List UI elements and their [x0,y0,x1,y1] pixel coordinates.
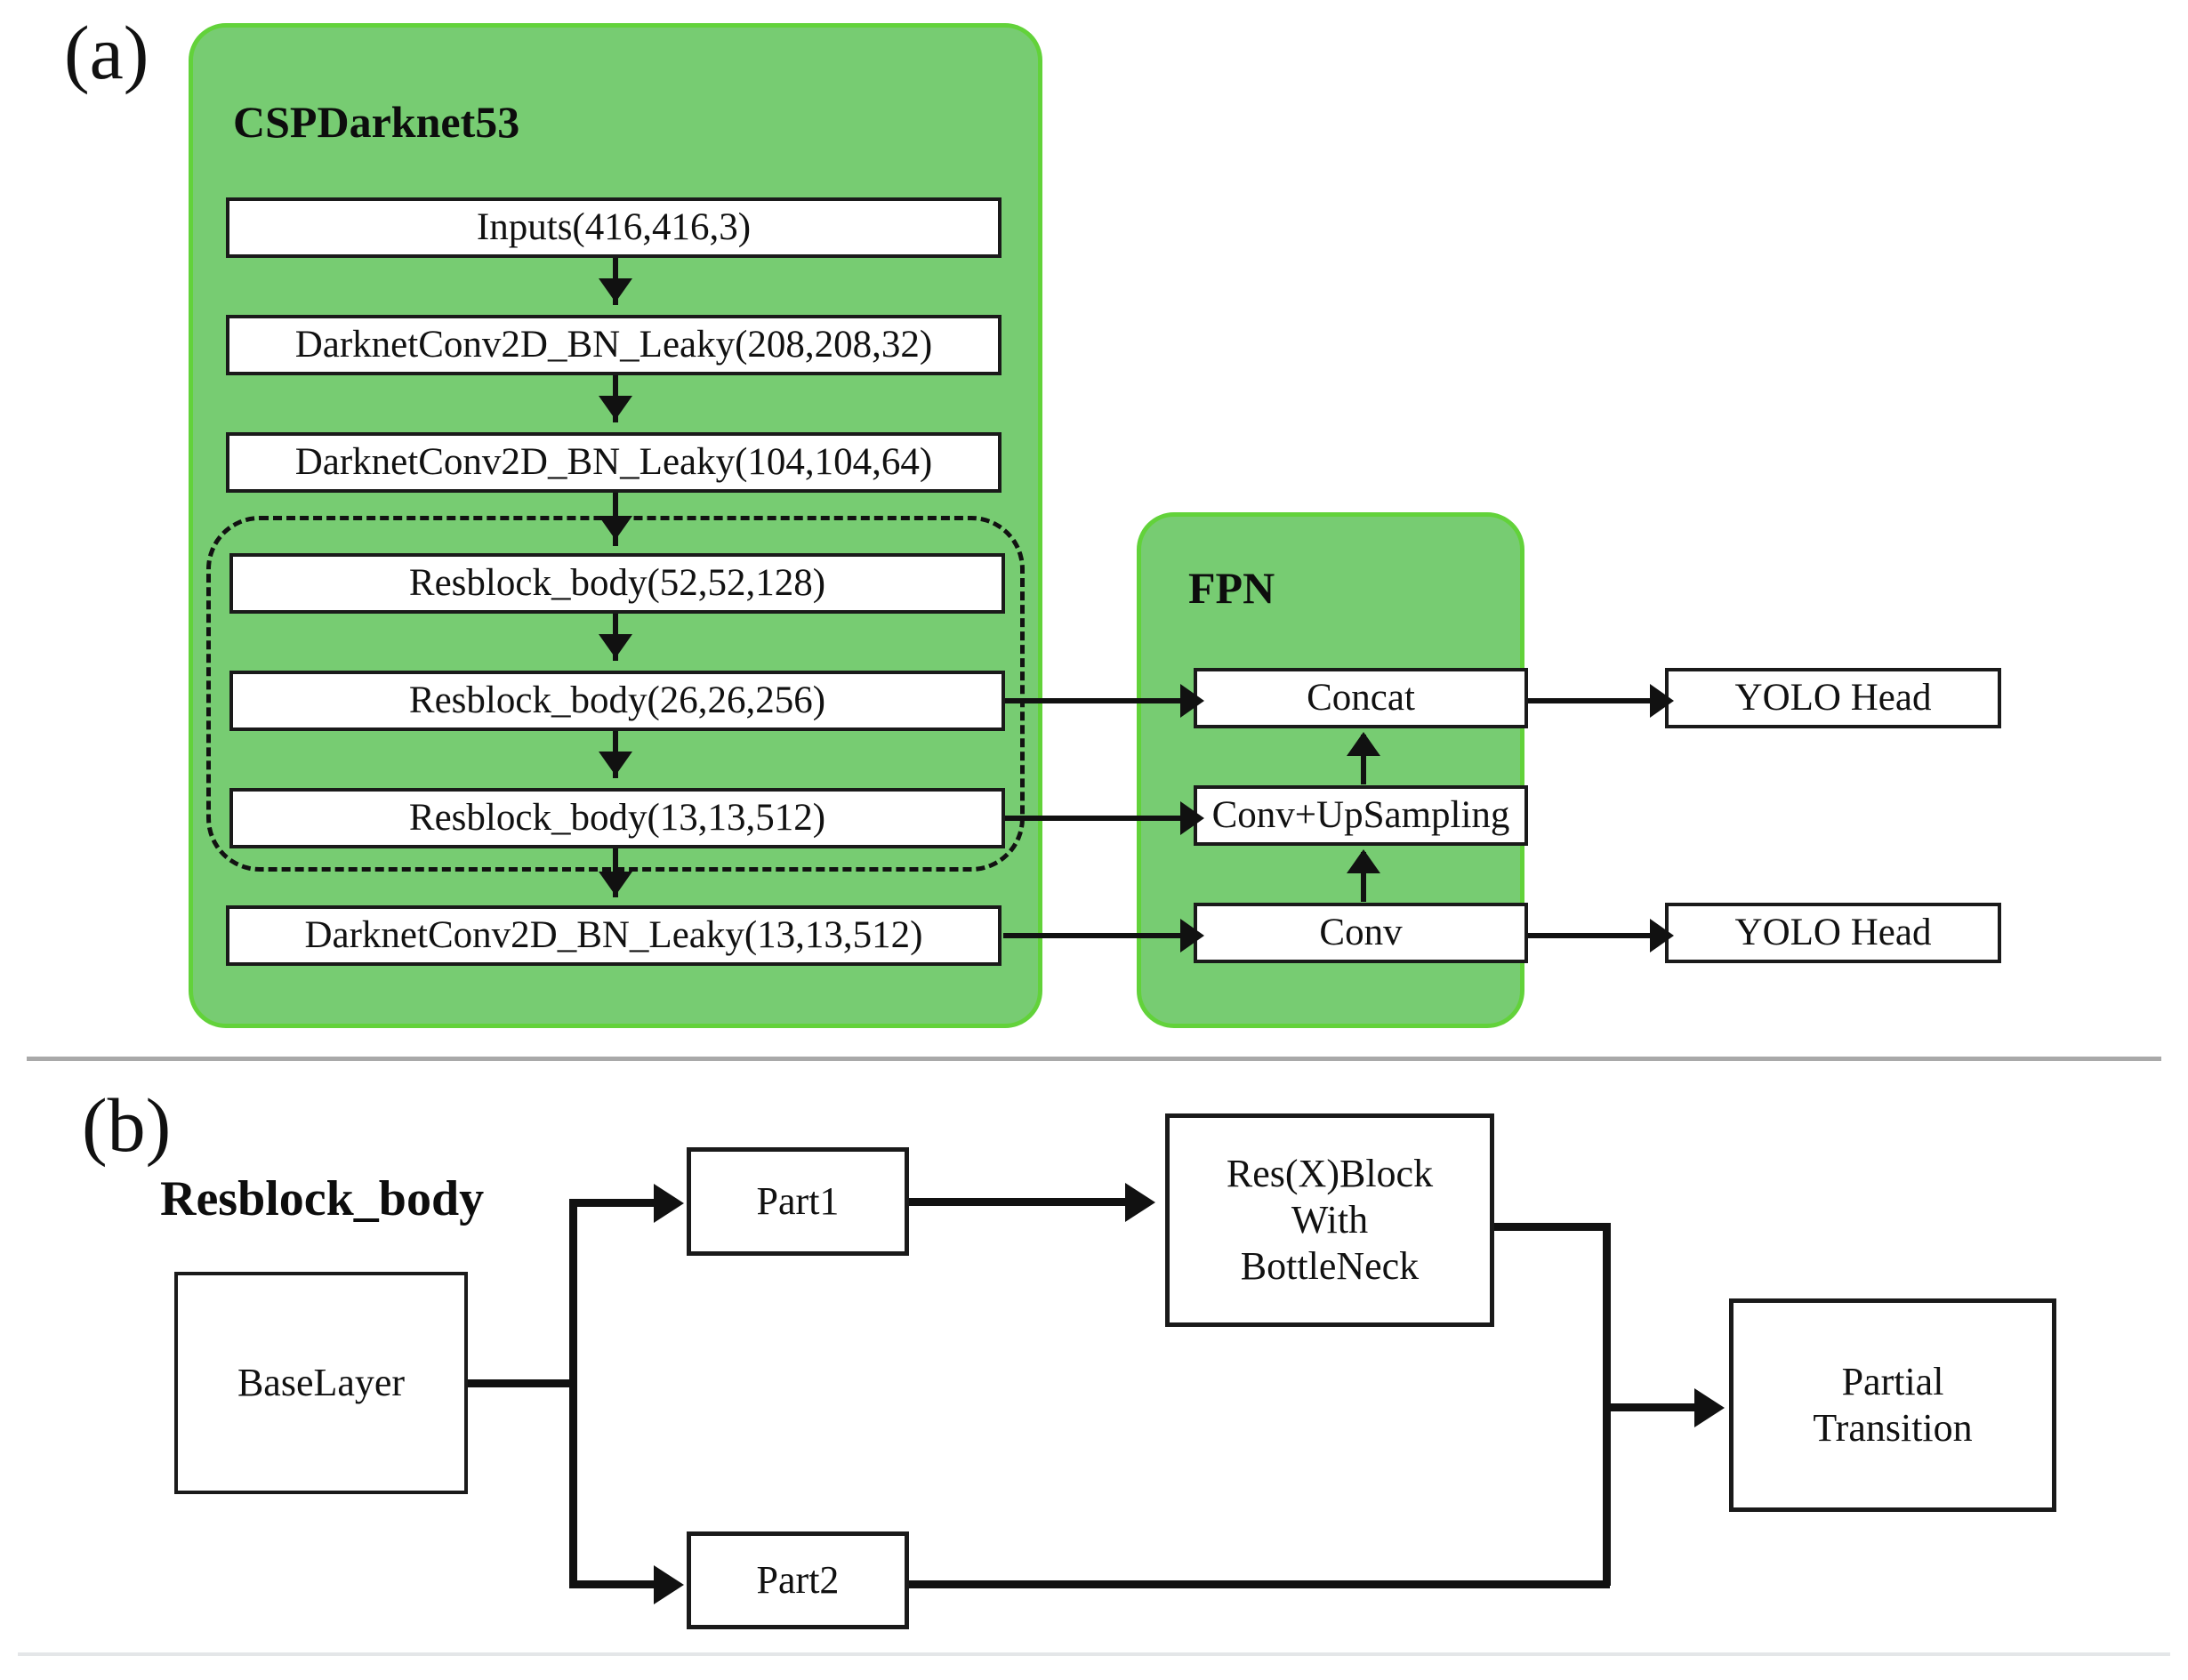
node-resxblock-bottleneck[interactable]: Res(X)Block With BottleNeck [1165,1113,1494,1327]
node-resblock-body-26[interactable]: Resblock_body(26,26,256) [229,671,1005,731]
arrow-down-icon [599,396,632,420]
arrow-down-icon [599,872,632,896]
node-resblock-body-52[interactable]: Resblock_body(52,52,128) [229,553,1005,614]
node-resblock-body-13[interactable]: Resblock_body(13,13,512) [229,788,1005,848]
connector-concat-head [1528,698,1660,703]
arrow-up-icon [1347,732,1380,756]
node-yolo-head-top[interactable]: YOLO Head [1665,668,2001,728]
connector-resxblock-merge [1492,1223,1610,1231]
connector-baselayer-split [466,1379,575,1387]
bottom-separator [18,1652,2170,1656]
node-darknetconv2d-13[interactable]: DarknetConv2D_BN_Leaky(13,13,512) [226,905,1001,966]
arrow-right-icon [1180,919,1204,953]
panel-b-letter: (b) [82,1082,172,1168]
node-yolo-head-bottom[interactable]: YOLO Head [1665,903,2001,963]
node-conv[interactable]: Conv [1194,903,1528,963]
partial-transition-line-1: Partial [1841,1360,1944,1404]
connector-part2-merge [907,1580,1610,1588]
fpn-title: FPN [1188,563,1275,613]
node-part1[interactable]: Part1 [687,1147,909,1256]
arrow-down-icon [599,634,632,658]
connector-part1-resxblock [907,1198,1130,1206]
connector-resblock2-concat [1003,698,1190,703]
resblock-body-title: Resblock_body [160,1171,485,1226]
cspdarknet53-title: CSPDarknet53 [233,97,520,147]
arrow-right-icon [1650,684,1674,718]
arrow-down-icon [599,752,632,776]
arrow-up-icon [1347,849,1380,873]
node-baselayer[interactable]: BaseLayer [174,1272,468,1494]
arrow-right-icon [654,1184,684,1223]
partial-transition-line-2: Transition [1813,1406,1973,1450]
node-darknetconv2d-208[interactable]: DarknetConv2D_BN_Leaky(208,208,32) [226,315,1001,375]
node-darknetconv2d-104[interactable]: DarknetConv2D_BN_Leaky(104,104,64) [226,432,1001,493]
connector-split-part1 [569,1199,658,1207]
node-part2[interactable]: Part2 [687,1531,909,1629]
resxblock-line-1: Res(X)Block [1226,1152,1434,1196]
connector-upsampling-concat [1361,735,1366,784]
node-conv-upsampling[interactable]: Conv+UpSampling [1194,785,1528,846]
panel-a-letter: (a) [64,10,149,95]
connector-conv-head [1528,933,1660,938]
node-inputs[interactable]: Inputs(416,416,3) [226,197,1001,258]
connector-conv-upsampling [1361,852,1366,902]
connector-merge-partial [1603,1403,1699,1411]
connector-split-bus [569,1199,577,1584]
node-concat[interactable]: Concat [1194,668,1528,728]
node-partial-transition[interactable]: Partial Transition [1729,1298,2056,1512]
arrow-right-icon [1694,1388,1725,1427]
arrow-down-icon [599,516,632,540]
connector-conv3-conv [1003,933,1190,938]
panel-separator [27,1057,2161,1061]
resxblock-line-3: BottleNeck [1240,1243,1420,1288]
connector-resblock3-upsampling [1003,816,1190,821]
arrow-right-icon [1650,919,1674,953]
resxblock-line-2: With [1291,1198,1369,1242]
arrow-right-icon [1180,684,1204,718]
arrow-right-icon [654,1565,684,1604]
arrow-right-icon [1180,801,1204,835]
arrow-down-icon [599,278,632,302]
connector-split-part2 [569,1580,658,1588]
arrow-right-icon [1125,1183,1155,1222]
